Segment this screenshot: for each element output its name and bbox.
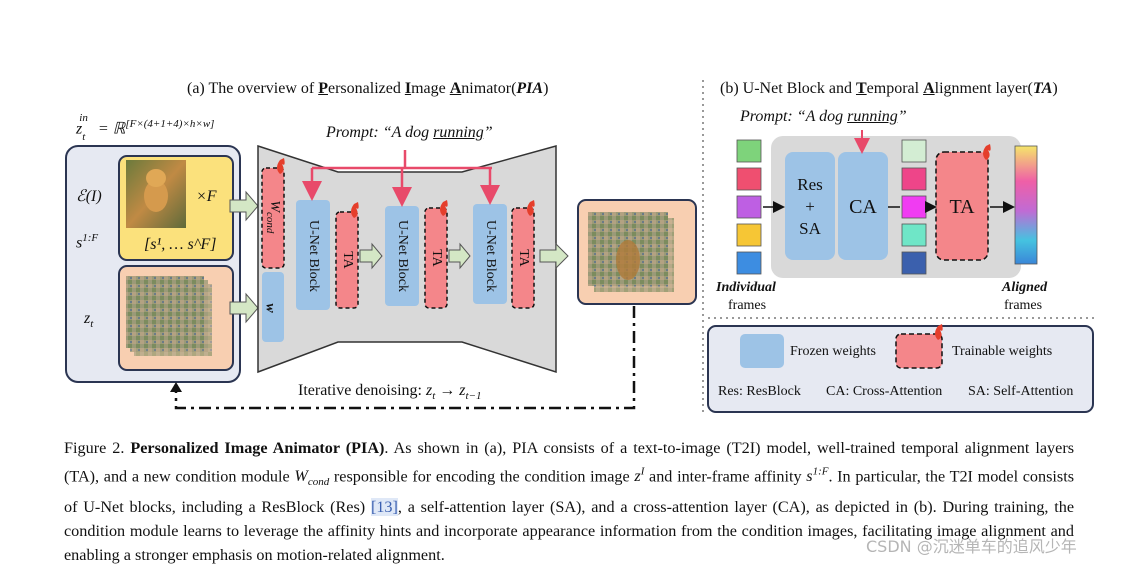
- legend-trainable-swatch: [895, 333, 943, 369]
- res-sa-label: Res+SA: [797, 175, 823, 238]
- watermark: CSDN @沉迷单车的追风少年: [866, 537, 1077, 556]
- flame-icon: [983, 144, 991, 160]
- caption-fig: Figure 2.: [64, 439, 125, 457]
- figure-caption: Figure 2. Personalized Image Animator (P…: [64, 439, 1075, 564]
- ta-label-2: TA: [429, 249, 444, 267]
- citation-link[interactable]: [13]: [370, 497, 398, 516]
- legend-res-def: Res: ResBlock: [718, 384, 801, 399]
- w-block: [262, 272, 284, 342]
- feedback-loop: [174, 306, 636, 410]
- aligned-frames-label: frames: [1004, 298, 1043, 313]
- legend-trainable-label: Trainable weights: [952, 344, 1053, 359]
- ta-block-1: [335, 211, 359, 309]
- legend-sa-def: SA: Self-Attention: [968, 384, 1074, 399]
- res-sa-block: [785, 152, 835, 260]
- prompt-a: Prompt: “A dog running”: [326, 124, 493, 141]
- panel-b-title: (b) U-Net Block and Temporal Alignment l…: [720, 80, 1058, 97]
- encoder-label: ℰ(I): [76, 188, 102, 205]
- arrow-cond: [229, 190, 259, 222]
- caption-bold: Personalized Image Animator (PIA): [130, 439, 385, 457]
- zt-label: zt: [84, 310, 94, 331]
- ta-block-3: [511, 207, 535, 309]
- ca-label: CA: [849, 196, 877, 218]
- wcond-block: [261, 167, 285, 269]
- times-f-label: ×F: [196, 188, 217, 205]
- unet-block-2: [385, 206, 419, 306]
- flame-icon: [277, 158, 285, 174]
- flame-icon: [440, 200, 448, 216]
- legend-ca-def: CA: Cross-Attention: [826, 384, 943, 399]
- unet-block-3: [473, 204, 507, 304]
- ta-label-1: TA: [340, 251, 355, 269]
- zt-in-formula: ztin = ℝ[F×(4+1+4)×h×w]: [76, 112, 215, 143]
- individual-frames-label: frames: [728, 298, 767, 313]
- affinity-label: s1:F: [76, 232, 99, 252]
- ta-detail-label: TA: [949, 196, 975, 218]
- aligned-label: Aligned: [1002, 280, 1048, 295]
- unet-label-2: U-Net Block: [395, 220, 410, 292]
- unet-label-1: U-Net Block: [306, 220, 321, 292]
- legend-frozen-swatch: [740, 334, 784, 368]
- flame-icon: [527, 200, 535, 216]
- diagram-canvas: [65, 80, 1094, 415]
- arrow-output: [539, 242, 569, 270]
- unet-block-1: [296, 200, 330, 310]
- unet-label-3: U-Net Block: [483, 220, 498, 292]
- affinity-set-label: [s¹, … s^F]: [144, 236, 217, 253]
- individual-label: Individual: [716, 280, 776, 295]
- wcond-label: Wcond: [264, 200, 282, 234]
- flame-icon: [935, 324, 943, 340]
- denoise-label: Iterative denoising: zt → zt−1: [298, 382, 482, 403]
- ca-block: [838, 152, 888, 260]
- panel-a-title: (a) The overview of Personalized Image A…: [187, 80, 549, 97]
- w-label: w: [262, 303, 278, 313]
- arrow-noise: [229, 292, 259, 324]
- ta-detail-block: [935, 151, 989, 261]
- noisy-latent-image: [126, 276, 204, 348]
- prompt-b: Prompt: “A dog running”: [740, 108, 907, 125]
- legend-box: [707, 325, 1094, 413]
- flame-icon: [351, 202, 359, 218]
- ta-block-2: [424, 207, 448, 309]
- aligned-frames: [1014, 145, 1038, 265]
- ta-label-3: TA: [516, 249, 531, 267]
- legend-frozen-label: Frozen weights: [790, 344, 876, 359]
